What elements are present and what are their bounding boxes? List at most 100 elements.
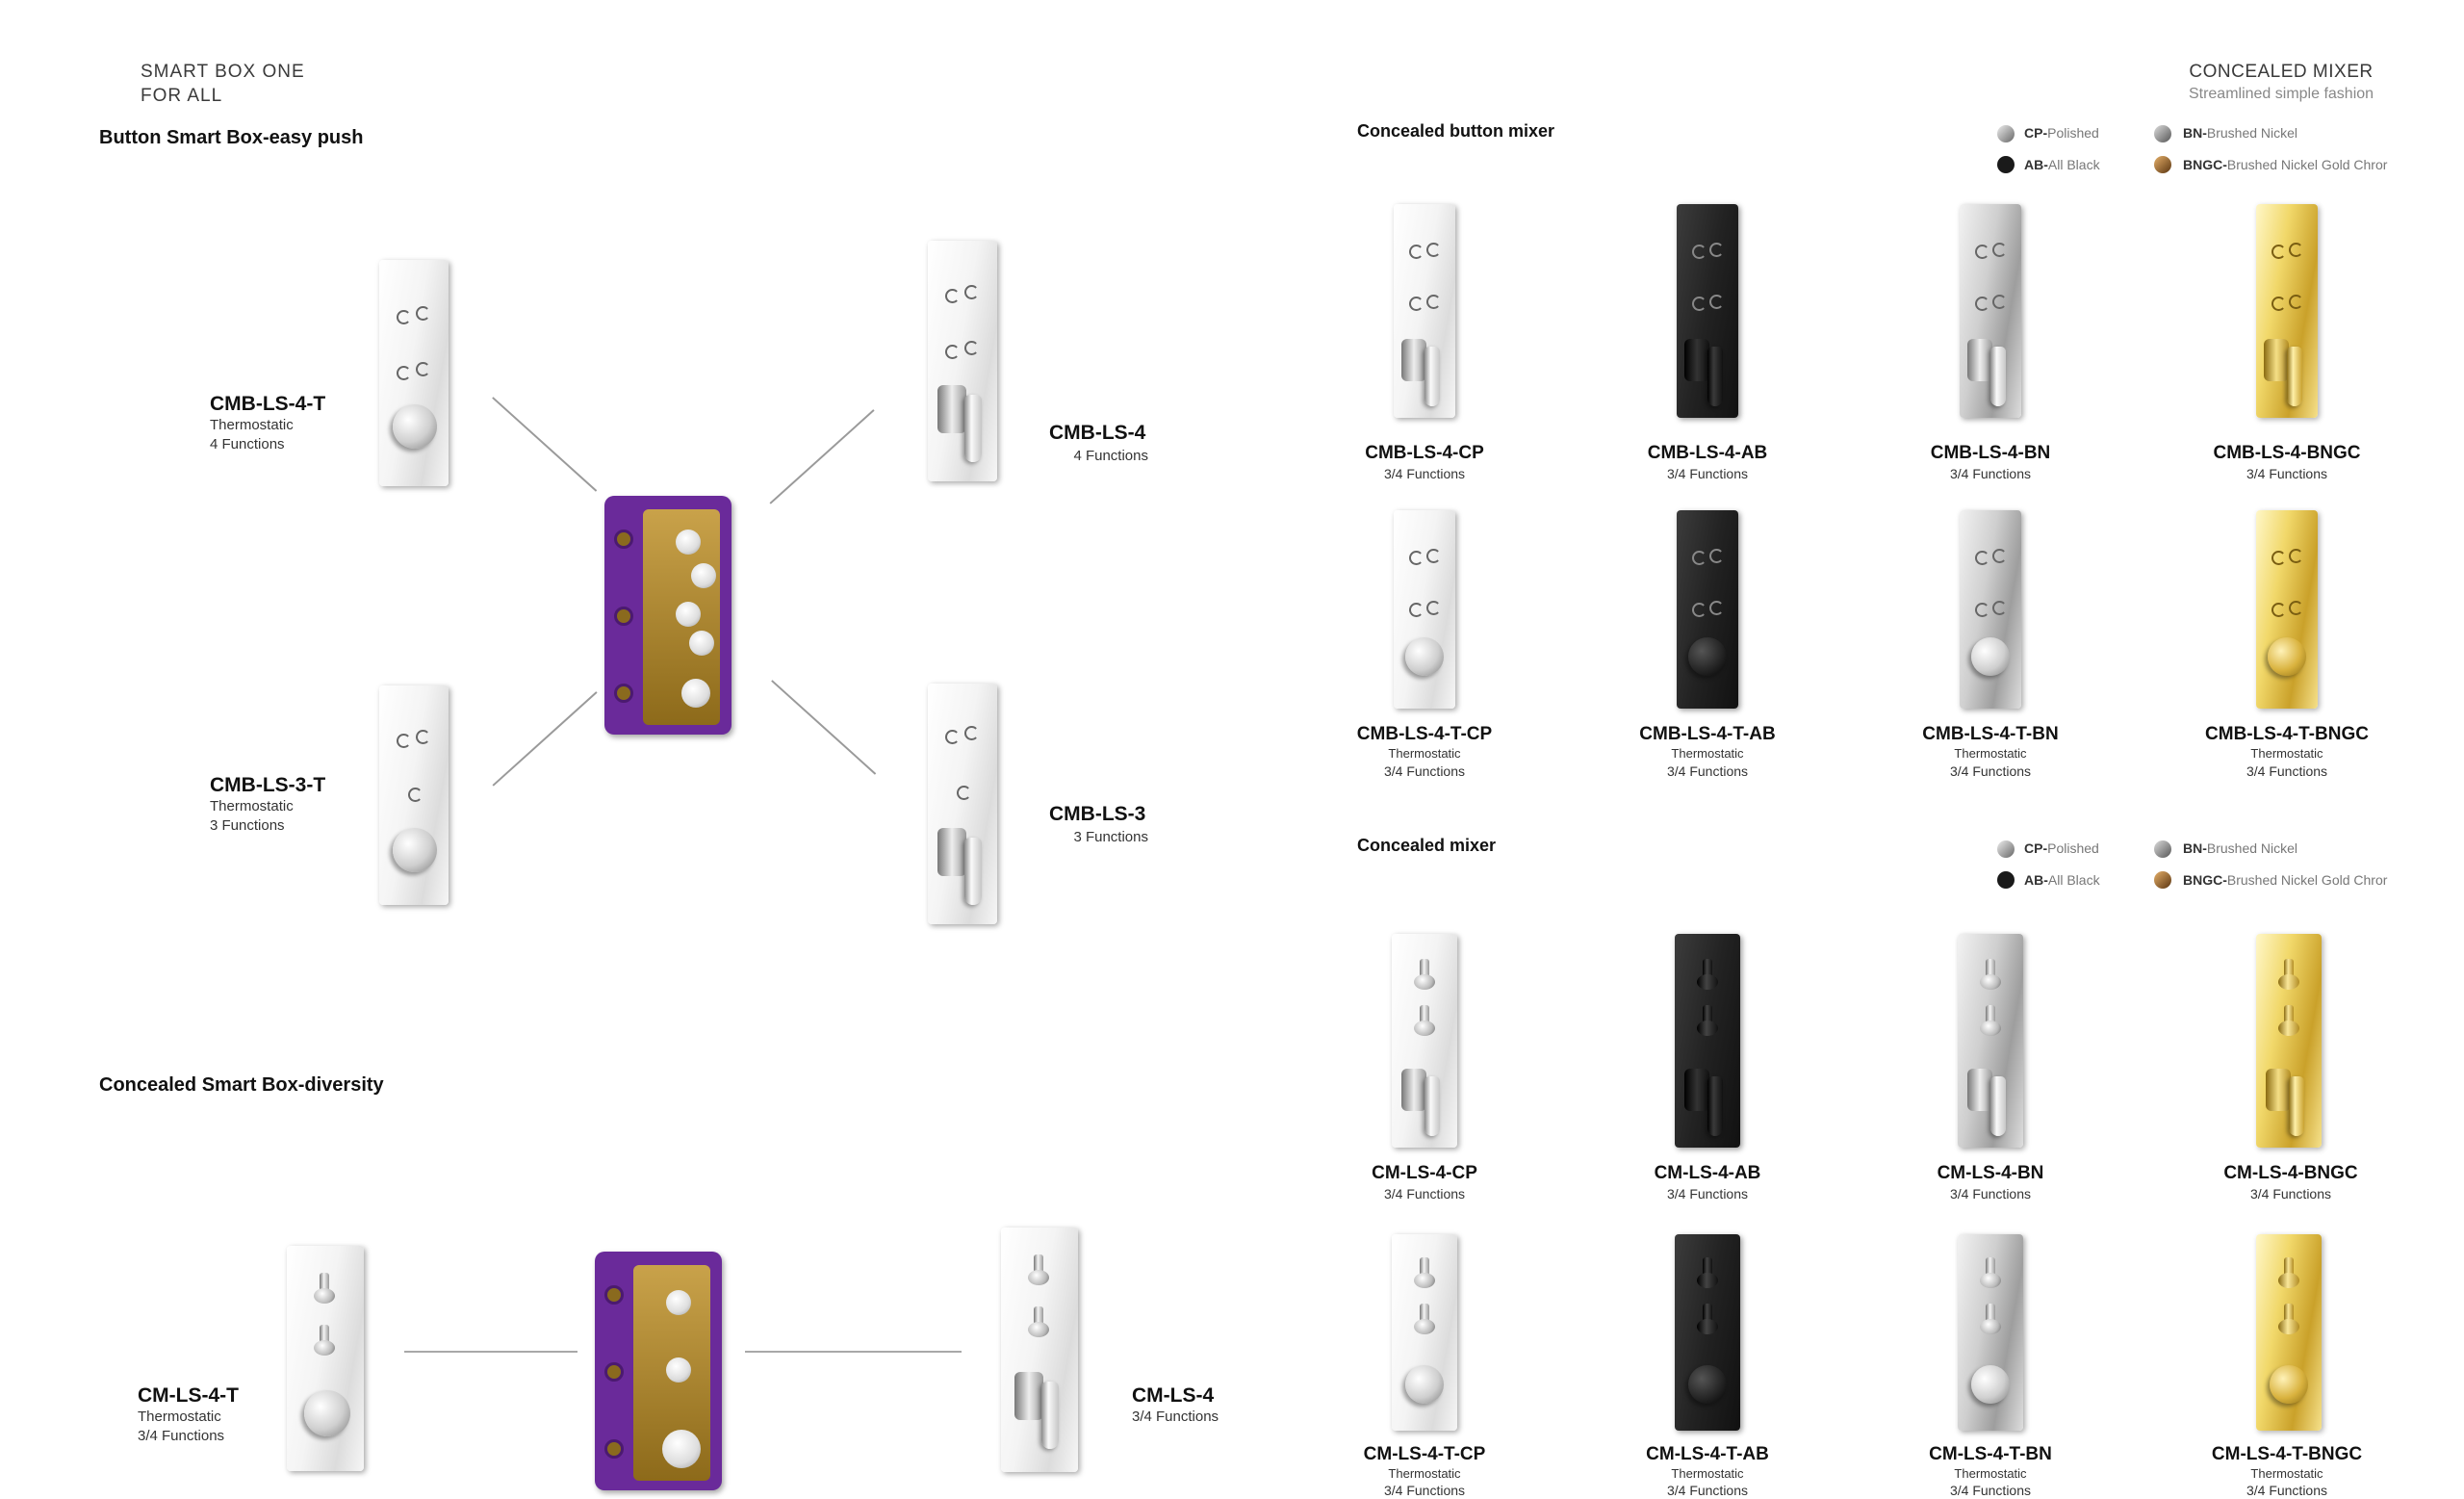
cmb-ls-4-t-ab-plate-image [1677, 510, 1738, 709]
product-desc: 3/4 Functions [1666, 1483, 1749, 1498]
product-label: CMB-LS-4-BN 3/4 Functions [1931, 443, 2051, 483]
product-label: CM-LS-4-T Thermostatic 3/4 Functions [138, 1384, 239, 1446]
cmb-ls-4-t-bn-plate-image [1960, 510, 2021, 709]
product-code: CMB-LS-4-T [210, 393, 326, 415]
cmb-ls-3-plate-image [928, 684, 997, 924]
product-desc: 3/4 Functions [1666, 763, 1749, 779]
finish-legend-item: BNGC-Brushed Nickel Gold Chror [2183, 872, 2388, 888]
product-desc: 3/4 Functions [1949, 763, 2032, 779]
connector-line [745, 1351, 962, 1353]
product-code: CMB-LS-3 [1049, 803, 1146, 825]
product-desc: 3/4 Functions [1666, 1186, 1749, 1202]
cmb-ls-3-t-plate-image [379, 685, 449, 905]
finish-swatch-bngc [2154, 156, 2171, 173]
product-code: CM-LS-4-BN [1937, 1163, 2044, 1183]
cm-ls-4-bn-plate-image [1958, 934, 2023, 1148]
product-desc: 3/4 Functions [1383, 763, 1466, 779]
product-desc: 3/4 Functions [1383, 1186, 1466, 1202]
product-desc: Thermostatic [138, 1409, 221, 1425]
product-desc: 3/4 Functions [1666, 466, 1749, 481]
connector-line [492, 397, 598, 492]
finish-swatch-cp [1997, 125, 2015, 142]
product-desc: 3/4 Functions [2249, 1186, 2332, 1202]
product-label: CM-LS-4-CP 3/4 Functions [1372, 1163, 1477, 1203]
product-label: CMB-LS-4-AB 3/4 Functions [1648, 443, 1768, 483]
cm-ls-4-t-bn-plate-image [1958, 1234, 2023, 1431]
finish-swatch-bn [2154, 840, 2171, 858]
product-desc: 3/4 Functions [138, 1428, 225, 1444]
product-code: CM-LS-4-T [138, 1384, 239, 1407]
header-right-title: CONCEALED MIXER [2189, 62, 2374, 82]
product-desc: 3 Functions [1073, 829, 1148, 845]
product-desc: Thermostatic [1671, 1466, 1744, 1481]
section-title-button-smart-box: Button Smart Box-easy push [99, 127, 364, 148]
product-code: CMB-LS-4-AB [1647, 443, 1768, 463]
connector-line [492, 691, 598, 787]
cmb-ls-4-bngc-plate-image [2256, 204, 2318, 418]
finish-legend-item: AB-All Black [2024, 157, 2100, 172]
product-code: CMB-LS-4 [1049, 422, 1146, 444]
product-desc: 4 Functions [210, 436, 285, 452]
connector-line [404, 1351, 578, 1353]
finish-swatch-bngc [2154, 871, 2171, 889]
cm-ls-4-t-cp-plate-image [1392, 1234, 1457, 1431]
product-desc: 3/4 Functions [2246, 466, 2328, 481]
product-label: CMB-LS-3-T Thermostatic 3 Functions [210, 774, 325, 836]
header-right-subtitle: Streamlined simple fashion [2188, 86, 2374, 102]
cmb-ls-4-t-cp-plate-image [1394, 510, 1455, 709]
product-code: CM-LS-4-T-CP [1363, 1444, 1486, 1464]
product-code: CMB-LS-3-T [210, 774, 326, 796]
product-desc: 3/4 Functions [1949, 1483, 2032, 1498]
finish-legend-item: CP-Polished [2024, 125, 2099, 141]
section-title-concealed-button-mixer: Concealed button mixer [1357, 121, 1555, 141]
product-desc: Thermostatic [2250, 1466, 2323, 1481]
product-label: CM-LS-4-T-CP Thermostatic 3/4 Functions [1364, 1444, 1486, 1499]
product-label: CM-LS-4-BN 3/4 Functions [1938, 1163, 2044, 1203]
product-desc: Thermostatic [1388, 746, 1461, 761]
product-label: CMB-LS-4-T Thermostatic 4 Functions [210, 393, 325, 454]
header-right: CONCEALED MIXER Streamlined simple fashi… [2108, 60, 2454, 103]
product-code: CM-LS-4-AB [1654, 1163, 1761, 1183]
product-desc: 3 Functions [210, 817, 285, 834]
finish-swatch-bn [2154, 125, 2171, 142]
cmb-ls-4-t-bngc-plate-image [2256, 510, 2318, 709]
cm-ls-4-ab-plate-image [1675, 934, 1740, 1148]
cm-ls-4-bngc-plate-image [2256, 934, 2322, 1148]
cmb-ls-4-bn-plate-image [1960, 204, 2021, 418]
finish-legend-item: BN-Brushed Nickel [2183, 840, 2298, 856]
product-desc: Thermostatic [1954, 1466, 2027, 1481]
product-label: CMB-LS-4-CP 3/4 Functions [1365, 443, 1484, 483]
product-desc: 3/4 Functions [1949, 466, 2032, 481]
product-code: CMB-LS-4-BNGC [2213, 443, 2361, 463]
product-desc: Thermostatic [1388, 1466, 1461, 1481]
product-code: CM-LS-4-T-AB [1646, 1444, 1769, 1464]
product-code: CM-LS-4-CP [1372, 1163, 1477, 1183]
finish-swatch-ab [1997, 156, 2015, 173]
cm-ls-4-cp-plate-image [1392, 934, 1457, 1148]
finish-swatch-ab [1997, 871, 2015, 889]
product-label: CMB-LS-4 4 Functions [1049, 422, 1148, 466]
connector-line [769, 409, 875, 504]
section-title-concealed-smart-box: Concealed Smart Box-diversity [99, 1074, 384, 1096]
product-code: CMB-LS-4-T-BN [1922, 724, 2059, 744]
product-code: CM-LS-4-BNGC [2223, 1163, 2358, 1183]
product-label: CM-LS-4-AB 3/4 Functions [1655, 1163, 1761, 1203]
concealed-box-valve-image [595, 1252, 722, 1490]
product-desc: Thermostatic [2250, 746, 2323, 761]
product-desc: Thermostatic [1671, 746, 1744, 761]
header-left-line1: SMART BOX ONE [141, 62, 305, 82]
product-desc: Thermostatic [210, 417, 294, 433]
finish-legend-item: BN-Brushed Nickel [2183, 125, 2298, 141]
product-desc: 3/4 Functions [2246, 1483, 2328, 1498]
product-label: CMB-LS-3 3 Functions [1049, 803, 1148, 847]
product-label: CMB-LS-4-T-BN Thermostatic 3/4 Functions [1922, 724, 2058, 781]
finish-legend-item: BNGC-Brushed Nickel Gold Chror [2183, 157, 2388, 172]
product-label: CM-LS-4-BNGC 3/4 Functions [2223, 1163, 2357, 1203]
product-label: CMB-LS-4-T-BNGC Thermostatic 3/4 Functio… [2205, 724, 2369, 781]
product-label: CMB-LS-4-T-AB Thermostatic 3/4 Functions [1639, 724, 1775, 781]
product-label: CMB-LS-4-T-CP Thermostatic 3/4 Functions [1357, 724, 1492, 781]
section-title-concealed-mixer: Concealed mixer [1357, 836, 1497, 855]
product-label: CM-LS-4-T-AB Thermostatic 3/4 Functions [1646, 1444, 1769, 1499]
product-desc: 3/4 Functions [2246, 763, 2328, 779]
product-code: CMB-LS-4-BN [1930, 443, 2051, 463]
